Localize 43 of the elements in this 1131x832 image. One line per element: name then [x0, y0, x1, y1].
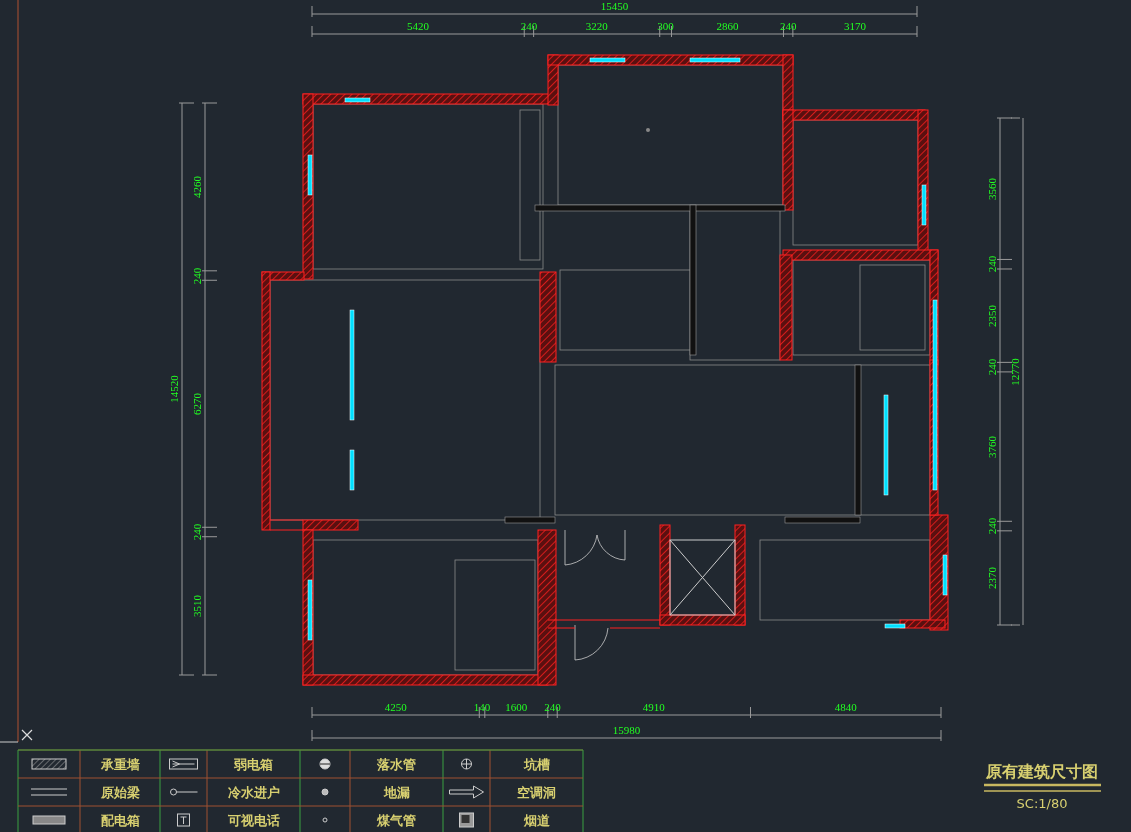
legend-label: 配电箱 — [100, 813, 140, 827]
legend-label: 可视电话 — [227, 813, 280, 827]
dimension-label: 1600 — [505, 702, 528, 713]
legend-label: 空调洞 — [517, 785, 556, 799]
scale-label: SC:1/80 — [1016, 796, 1068, 810]
dimension-label: 6270 — [191, 392, 203, 415]
dimension-label: 240 — [986, 358, 998, 376]
dimension-label: 3510 — [191, 594, 203, 617]
dimension-label: 240 — [191, 267, 203, 284]
dimension-label: 4840 — [834, 702, 857, 713]
dimension-label: 240 — [520, 21, 538, 32]
dimension-label: 4910 — [642, 702, 665, 713]
dimension-label: 14520 — [168, 375, 180, 403]
dimension-label: 240 — [544, 702, 561, 713]
drawing-title: 原有建筑尺寸图 — [986, 764, 1098, 780]
dimension-label: 3170 — [843, 21, 866, 32]
dimension-label: 2860 — [716, 21, 739, 32]
legend-label: 煤气管 — [377, 813, 416, 827]
dimension-label: 2370 — [986, 566, 998, 589]
dimension-label: 3560 — [986, 177, 998, 200]
legend-label: 落水管 — [377, 757, 416, 771]
dimension-label: 2350 — [986, 304, 998, 327]
dimension-label: 15980 — [612, 725, 641, 736]
dimension-label: 140 — [473, 702, 491, 713]
dimension-label: 240 — [191, 523, 203, 541]
dimension-label: 240 — [986, 255, 998, 273]
dimension-label: 300 — [657, 21, 674, 32]
dimension-label: 3760 — [986, 435, 998, 458]
legend-label: 坑槽 — [523, 757, 550, 771]
dimension-label: 4260 — [191, 175, 203, 198]
dimension-label: 5420 — [407, 21, 430, 32]
legend-label: 烟道 — [523, 813, 550, 827]
legend-label: 冷水进户 — [227, 785, 280, 799]
dimension-label: 12770 — [1009, 357, 1021, 386]
legend-label: 原始梁 — [100, 785, 140, 799]
dimension-label: 4250 — [384, 702, 407, 713]
dimension-label: 3220 — [585, 21, 608, 32]
dimension-label: 240 — [986, 517, 998, 535]
dimension-label: 15450 — [600, 1, 629, 12]
legend-label: 承重墙 — [100, 757, 140, 771]
legend-label: 地漏 — [383, 785, 410, 799]
dimension-label: 240 — [779, 21, 797, 32]
legend-label: 弱电箱 — [234, 757, 273, 771]
